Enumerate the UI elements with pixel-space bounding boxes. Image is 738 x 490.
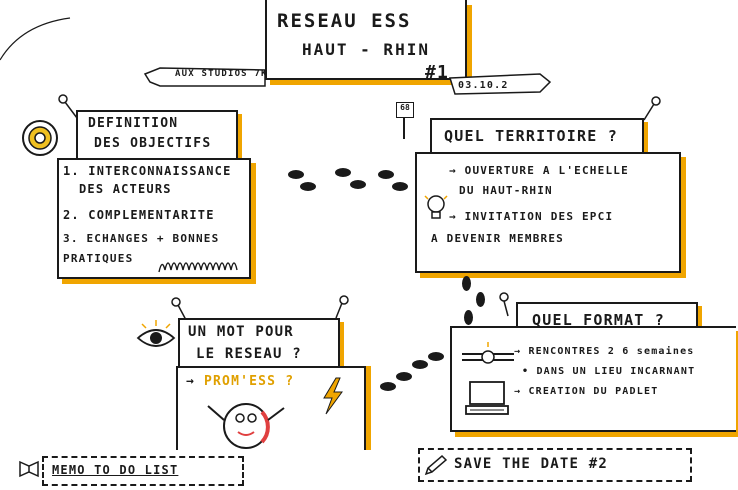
dept-sign: 68 — [396, 102, 414, 118]
mot-heading-line2: LE RESEAU ? — [196, 346, 302, 362]
handshake-icon — [462, 342, 514, 364]
session-number: #1 — [425, 62, 450, 83]
footprint — [392, 182, 408, 191]
territoire-item-2: → INVITATION DES EPCI — [449, 210, 614, 223]
pin-icon — [643, 96, 661, 121]
objectives-heading-line2: DES OBJECTIFS — [94, 136, 212, 151]
territoire-box: → OUVERTURE A L'ECHELLE DU HAUT-RHIN → I… — [415, 152, 681, 273]
territoire-item-1b: DU HAUT-RHIN — [459, 184, 553, 197]
footprint — [428, 352, 444, 361]
pin-icon — [499, 292, 509, 317]
footprint — [396, 372, 412, 381]
territoire-heading: QUEL TERRITOIRE ? — [430, 118, 644, 154]
objectives-heading-line1: DEFINITION — [88, 116, 179, 131]
objective-item-2: 2. COMPLEMENTARITE — [63, 208, 215, 222]
mot-heading: UN MOT POUR LE RESEAU ? — [178, 318, 340, 372]
objective-item-1: 1. INTERCONNAISSANCE — [63, 164, 232, 178]
ribbon-left-label: AUX STUDIOS 7K — [175, 69, 268, 79]
mot-box: → PROM'ESS ? — [176, 366, 366, 450]
format-item-1: → RENCONTRES 2 6 semaines — [514, 346, 695, 357]
lightbulb-icon — [424, 195, 448, 219]
format-box: → RENCONTRES 2 6 semaines • DANS UN LIEU… — [450, 326, 736, 432]
ribbon — [143, 67, 552, 95]
target-icon — [22, 120, 58, 156]
pencil-icon — [424, 454, 448, 476]
territoire-heading-text: QUEL TERRITOIRE ? — [444, 127, 618, 145]
footprint — [300, 182, 316, 191]
lightning-icon — [323, 377, 343, 415]
mot-heading-line1: UN MOT POUR — [188, 324, 294, 340]
territoire-item-2b: A DEVENIR MEMBRES — [431, 232, 564, 245]
dept-sign-label: 68 — [400, 103, 410, 112]
memo-label: MEMO TO DO LIST — [52, 463, 179, 477]
mot-answer: PROM'ESS ? — [204, 374, 295, 389]
objectives-heading: DEFINITION DES OBJECTIFS — [76, 110, 238, 160]
footprint — [378, 170, 394, 179]
save-the-date-box: SAVE THE DATE #2 — [418, 448, 692, 482]
mascot-icon — [207, 403, 285, 449]
save-the-date-label: SAVE THE DATE #2 — [454, 456, 609, 472]
dept-sign-post — [403, 117, 405, 139]
corner-curve — [0, 17, 71, 61]
footprint — [335, 168, 351, 177]
territoire-item-1: → OUVERTURE A L'ECHELLE — [449, 164, 629, 177]
page-subtitle: HAUT - RHIN — [302, 40, 430, 59]
footprint — [462, 276, 471, 291]
format-heading-text: QUEL FORMAT ? — [532, 311, 665, 329]
pin-icon — [335, 295, 349, 319]
footprint — [380, 382, 396, 391]
memo-box: MEMO TO DO LIST — [42, 456, 244, 486]
crowd-icon — [158, 262, 238, 273]
pin-icon — [171, 297, 187, 321]
format-item-3: → CREATION DU PADLET — [514, 386, 659, 397]
page-title: RESEAU ESS — [277, 10, 412, 32]
ribbon-date: 03.10.2 — [458, 80, 509, 91]
footprint — [350, 180, 366, 189]
objective-item-3: 3. ECHANGES + BONNES — [63, 232, 220, 245]
laptop-icon — [465, 381, 509, 415]
format-item-2: • DANS UN LIEU INCARNANT — [522, 366, 696, 377]
footprint — [412, 360, 428, 369]
footprint — [288, 170, 304, 179]
header-title-box: RESEAU ESS HAUT - RHIN — [265, 0, 467, 80]
objectives-box: 1. INTERCONNAISSANCE DES ACTEURS 2. COMP… — [57, 158, 251, 279]
footprint — [464, 310, 473, 325]
objective-item-1b: DES ACTEURS — [79, 182, 172, 196]
objective-item-3b: PRATIQUES — [63, 252, 134, 265]
mot-answer-arrow: → — [186, 374, 196, 389]
book-icon — [19, 460, 39, 478]
pin-icon — [58, 94, 78, 119]
eye-icon — [136, 320, 176, 347]
footprint — [476, 292, 485, 307]
